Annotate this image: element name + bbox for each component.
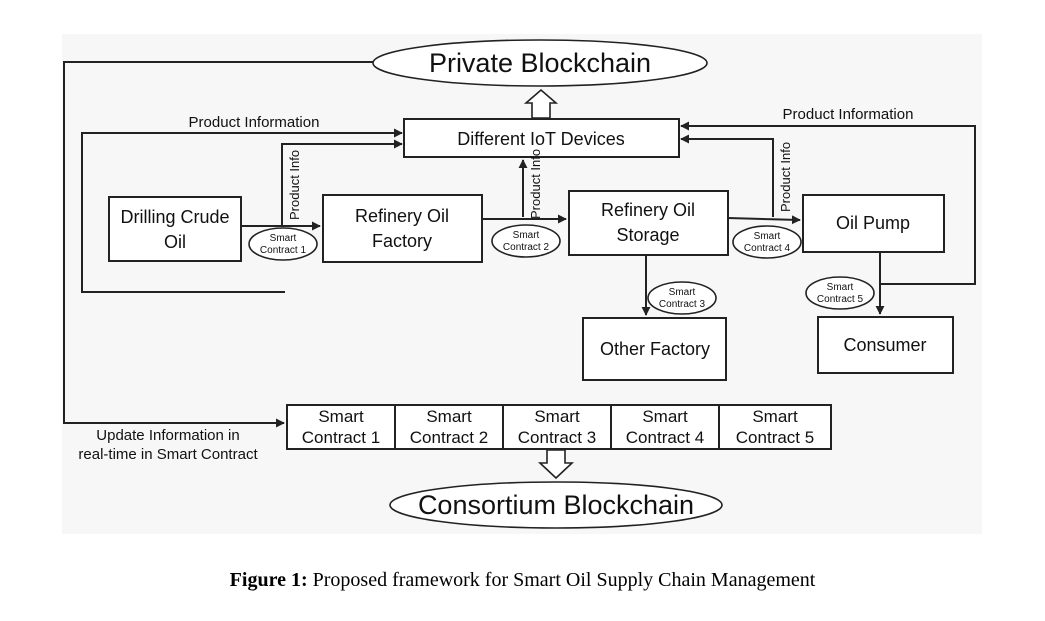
- refinery-oil-storage-node: Refinery Oil Storage: [568, 190, 729, 256]
- product-info-left-loop: [81, 128, 403, 293]
- private-blockchain-node: Private Blockchain: [372, 39, 708, 87]
- update-info-line-1: Update Information in: [96, 427, 239, 444]
- consortium-blockchain-node: Consortium Blockchain: [389, 481, 723, 529]
- iot-devices-label: Different IoT Devices: [457, 129, 624, 149]
- consumer-label: Consumer: [843, 335, 926, 355]
- refinery-factory-label-line-1: Refinery Oil: [355, 206, 449, 226]
- table-sc3-line-1: Smart: [534, 407, 580, 426]
- table-cell-4: [610, 404, 720, 450]
- table-sc4-line-1: Smart: [642, 407, 688, 426]
- product-info-right-loop: [680, 121, 976, 285]
- commit-to-consortium-arrow: [537, 449, 575, 480]
- smart-contract-1-badge: Smart Contract 1: [248, 227, 318, 261]
- figure-caption: Figure 1: Proposed framework for Smart O…: [0, 569, 1045, 592]
- drilling-label-line-1: Drilling Crude: [120, 207, 229, 227]
- update-info-line-2: real-time in Smart Contract: [78, 446, 258, 463]
- update-realtime-connector: [63, 61, 373, 428]
- smart-contract-table: Smart Contract 1 Smart Contract 2 Smart …: [286, 404, 832, 450]
- consortium-blockchain-label: Consortium Blockchain: [418, 490, 694, 520]
- table-sc3-line-2: Contract 3: [518, 428, 596, 447]
- table-sc5-line-1: Smart: [752, 407, 798, 426]
- sc4-line-1: Smart: [754, 231, 781, 242]
- table-sc4-line-2: Contract 4: [626, 428, 704, 447]
- sc2-line-1: Smart: [513, 230, 540, 241]
- oil-pump-node: Oil Pump: [802, 194, 945, 253]
- refinery-storage-label-line-2: Storage: [616, 225, 679, 245]
- product-info-label-2: Product Info: [528, 149, 543, 219]
- sc3-line-2: Contract 3: [659, 299, 706, 310]
- product-information-left-label: Product Information: [189, 114, 320, 131]
- sc2-line-2: Contract 2: [503, 242, 550, 253]
- sc5-line-2: Contract 5: [817, 294, 864, 305]
- smart-contract-5-badge: Smart Contract 5: [805, 276, 875, 310]
- private-blockchain-label: Private Blockchain: [429, 48, 651, 78]
- table-sc1-line-1: Smart: [318, 407, 364, 426]
- refinery-storage-label-line-1: Refinery Oil: [601, 200, 695, 220]
- sc4-line-2: Contract 4: [744, 243, 791, 254]
- flow-storage-to-pump: [727, 215, 801, 225]
- refinery-factory-label-line-2: Factory: [372, 231, 432, 251]
- table-sc2-line-1: Smart: [426, 407, 472, 426]
- smart-contract-3-badge: Smart Contract 3: [647, 281, 717, 315]
- table-sc2-line-2: Contract 2: [410, 428, 488, 447]
- table-cell-5: [718, 404, 832, 450]
- refinery-oil-factory-node: Refinery Oil Factory: [322, 194, 483, 263]
- product-info-label-1: Product Info: [287, 150, 302, 220]
- sc1-line-2: Contract 1: [260, 245, 307, 256]
- caption-text: Proposed framework for Smart Oil Supply …: [307, 569, 816, 591]
- table-cell-3: [502, 404, 612, 450]
- table-sc1-line-2: Contract 1: [302, 428, 380, 447]
- sc3-line-1: Smart: [669, 287, 696, 298]
- product-info-link-4: [680, 134, 774, 217]
- drilling-label-line-2: Oil: [164, 232, 186, 252]
- sc5-line-1: Smart: [827, 282, 854, 293]
- consumer-node: Consumer: [817, 316, 954, 374]
- oil-pump-label: Oil Pump: [836, 213, 910, 233]
- sc1-line-1: Smart: [270, 233, 297, 244]
- product-info-link-1: [281, 139, 403, 226]
- smart-contract-4-badge: Smart Contract 4: [732, 225, 802, 259]
- iot-devices-node: Different IoT Devices: [403, 118, 680, 158]
- other-factory-node: Other Factory: [582, 317, 727, 381]
- other-factory-label: Other Factory: [600, 339, 710, 359]
- product-information-right-label: Product Information: [783, 106, 914, 123]
- product-info-label-4: Product Info: [778, 142, 793, 212]
- drilling-crude-oil-node: Drilling Crude Oil: [108, 196, 242, 262]
- caption-bold: Figure 1:: [229, 569, 308, 591]
- smart-contract-2-badge: Smart Contract 2: [491, 224, 561, 258]
- table-sc5-line-2: Contract 5: [736, 428, 814, 447]
- upload-to-private-arrow: [523, 88, 559, 119]
